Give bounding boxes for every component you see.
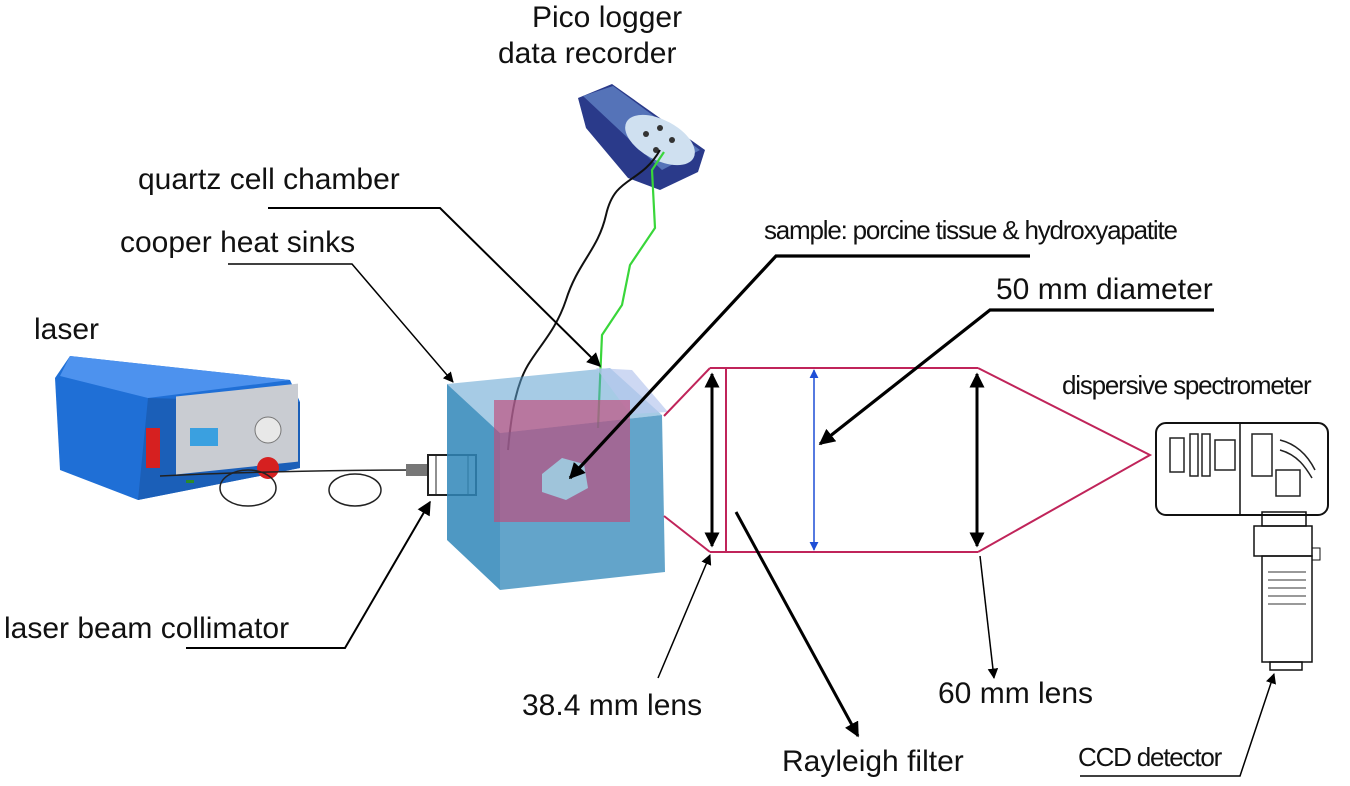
copper-heat-sinks-label: cooper heat sinks: [120, 226, 356, 259]
collimator-leader: [186, 500, 431, 649]
ccd-detector-device: [1253, 511, 1321, 671]
laser-unit: [55, 356, 300, 500]
copper-leader: [228, 263, 454, 383]
optical-fiber: [159, 469, 421, 507]
quartz-leader: [268, 207, 601, 367]
laser-label: laser: [34, 313, 100, 346]
sample-label: sample: porcine tissue & hydroxyapatite: [764, 215, 1178, 245]
spectrometer-device: [1155, 422, 1329, 516]
collimator-label: laser beam collimator: [4, 612, 290, 645]
spectrometer-label: dispersive spectrometer: [1062, 370, 1312, 400]
diameter-label: 50 mm diameter: [996, 273, 1213, 306]
sample-leader: [568, 254, 1030, 480]
rayleigh-filter-label: Rayleigh filter: [782, 745, 964, 778]
quartz-cell-chamber-label: quartz cell chamber: [138, 163, 400, 196]
ccd-detector-label: CCD detector: [1078, 742, 1222, 772]
lens1-leader: [657, 554, 712, 679]
lens1-label: 38.4 mm lens: [522, 689, 703, 722]
rayleigh-leader: [734, 511, 860, 738]
diameter-leader: [818, 308, 1214, 446]
lens2-label: 60 mm lens: [938, 677, 1094, 710]
ccd-leader: [1080, 673, 1276, 777]
pico-label-line2: data recorder: [498, 36, 677, 70]
pico-label-line1: Pico logger: [532, 1, 683, 34]
lens2-leader: [979, 555, 999, 680]
optical-path: [663, 367, 1153, 553]
pico-logger-label: Pico logger data recorder: [498, 1, 683, 69]
pico-logger-device: [578, 84, 705, 190]
